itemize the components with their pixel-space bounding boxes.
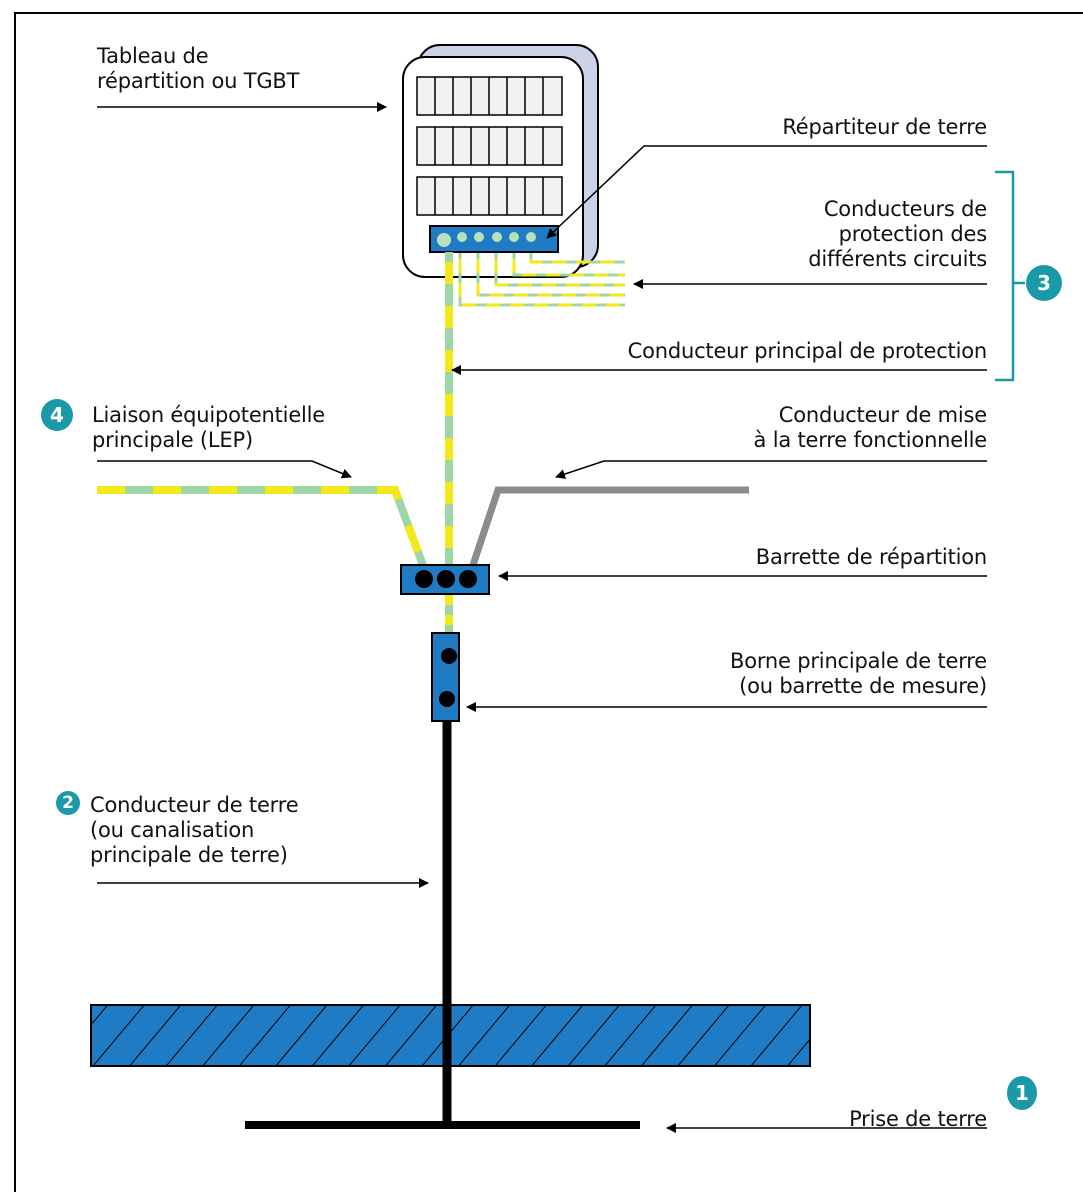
label-tableau: Tableau de répartition ou TGBT bbox=[97, 44, 299, 94]
label-mise-terre-line-2: à la terre fonctionnelle bbox=[753, 428, 988, 452]
lep-conductor bbox=[97, 486, 428, 570]
breaker-row-1 bbox=[416, 76, 563, 116]
marker-1: 1 bbox=[1007, 1076, 1037, 1110]
leader-lines bbox=[97, 102, 987, 1133]
label-conducteur-terre-line-2: (ou canalisation bbox=[90, 818, 255, 842]
label-mise-terre-line-1: Conducteur de mise bbox=[778, 403, 987, 427]
main-earth-terminal bbox=[431, 632, 460, 722]
label-conducteurs-protection: Conducteurs de protection des différents… bbox=[808, 197, 987, 272]
circuit-protection-conductors bbox=[458, 247, 625, 307]
label-borne-line-2: (ou barrette de mesure) bbox=[739, 674, 987, 698]
diagram-frame bbox=[14, 12, 1083, 1192]
label-liaison: Liaison équipotentielle principale (LEP) bbox=[92, 403, 325, 453]
label-conducteur-terre-line-1: Conducteur de terre bbox=[90, 793, 299, 817]
label-mise-terre-fonct: Conducteur de mise à la terre fonctionne… bbox=[753, 403, 988, 453]
breaker-row-3 bbox=[416, 176, 563, 216]
label-conducteur-terre: Conducteur de terre (ou canalisation pri… bbox=[90, 793, 299, 868]
breaker-row-2 bbox=[416, 126, 563, 166]
label-borne-line-1: Borne principale de terre bbox=[730, 649, 987, 673]
label-repartiteur: Répartiteur de terre bbox=[782, 115, 987, 139]
label-liaison-line-1: Liaison équipotentielle bbox=[92, 403, 326, 427]
label-borne: Borne principale de terre (ou barrette d… bbox=[730, 649, 987, 699]
label-liaison-line-2: principale (LEP) bbox=[92, 428, 253, 452]
label-conducteurs-line-3: différents circuits bbox=[808, 247, 987, 271]
distribution-board bbox=[402, 44, 599, 278]
label-conducteur-principal: Conducteur principal de protection bbox=[627, 339, 988, 363]
label-prise: Prise de terre bbox=[849, 1107, 987, 1131]
label-tableau-line-1: Tableau de bbox=[97, 44, 209, 68]
label-conducteurs-line-1: Conducteurs de bbox=[823, 197, 987, 221]
label-conducteur-terre-line-3: principale de terre) bbox=[90, 843, 288, 867]
distribution-bar bbox=[400, 564, 490, 595]
bracket-3 bbox=[995, 170, 1015, 382]
earth-distributor-bar bbox=[429, 225, 559, 253]
label-conducteurs-line-2: protection des bbox=[838, 222, 988, 246]
marker-3: 3 bbox=[1026, 265, 1062, 301]
label-barrette: Barrette de répartition bbox=[755, 545, 987, 569]
label-tableau-line-2: répartition ou TGBT bbox=[97, 69, 300, 93]
marker-4: 4 bbox=[41, 399, 73, 431]
marker-2: 2 bbox=[56, 791, 80, 815]
functional-earth-conductor bbox=[468, 486, 749, 570]
